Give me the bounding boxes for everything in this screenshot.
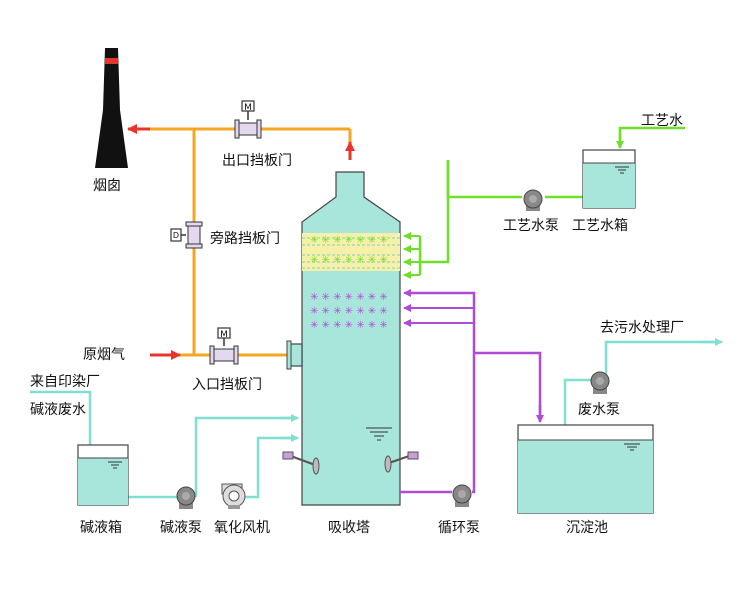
inlet-damper-valve: M: [209, 327, 239, 365]
sedimentation-tank-label: 沉淀池: [566, 520, 608, 536]
process-water-pump-label: 工艺水泵: [503, 218, 559, 234]
alkali-pump: [176, 486, 196, 509]
slurry-spray-nozzles: ✳ ✳ ✳ ✳ ✳ ✳ ✳ ✳ ✳ ✳ ✳ ✳ ✳ ✳ ✳ ✳ ✳ ✳ ✳ ✳ …: [310, 292, 388, 331]
washwater-spray-nozzles: ✳ ✳ ✳ ✳ ✳ ✳ ✳ ✳ ✳ ✳ ✳ ✳ ✳ ✳: [310, 235, 388, 266]
inlet-valve-letter: M: [220, 330, 228, 340]
circulation-pump: [452, 484, 472, 507]
svg-text:✳ ✳ ✳ ✳ ✳ ✳ ✳: ✳ ✳ ✳ ✳ ✳ ✳ ✳: [310, 306, 388, 317]
alkali-tank: [77, 444, 129, 506]
svg-text:✳ ✳ ✳ ✳ ✳ ✳ ✳: ✳ ✳ ✳ ✳ ✳ ✳ ✳: [310, 292, 388, 303]
wastewater-pump: [590, 371, 610, 394]
alkali-pump-label: 碱液泵: [160, 520, 202, 536]
process-water-tank: [582, 149, 636, 209]
bypass-damper-label: 旁路挡板门: [210, 230, 280, 247]
alkaline-wastewater-label: 碱液废水: [30, 402, 86, 418]
raw-flue-gas-label: 原烟气: [83, 347, 125, 363]
process-water-pipes: [418, 126, 685, 275]
svg-text:✳ ✳ ✳ ✳ ✳ ✳ ✳: ✳ ✳ ✳ ✳ ✳ ✳ ✳: [310, 255, 388, 266]
process-water-label: 工艺水: [641, 113, 683, 129]
process-water-tank-label: 工艺水箱: [572, 218, 628, 234]
oxidation-fan-label: 氧化风机: [214, 520, 270, 536]
wastewater-pump-label: 废水泵: [578, 402, 620, 418]
to-sewage-plant-label: 去污水处理厂: [600, 320, 684, 336]
outlet-valve-letter: M: [244, 103, 252, 113]
oxidation-fan: [221, 483, 246, 509]
bypass-valve-letter: D: [173, 231, 179, 240]
sedimentation-tank: [517, 424, 654, 514]
circulation-pump-label: 循环泵: [438, 520, 480, 536]
process-water-pump: [523, 189, 543, 211]
absorption-tower-label: 吸收塔: [328, 520, 370, 536]
svg-text:✳ ✳ ✳ ✳ ✳ ✳ ✳: ✳ ✳ ✳ ✳ ✳ ✳ ✳: [310, 320, 388, 331]
inlet-damper-label: 入口挡板门: [192, 377, 262, 393]
absorption-tower: ✳ ✳ ✳ ✳ ✳ ✳ ✳ ✳ ✳ ✳ ✳ ✳ ✳ ✳ ✳ ✳ ✳ ✳ ✳ ✳ …: [282, 171, 419, 506]
agitator-right: [384, 451, 419, 473]
alkali-tank-label: 碱液箱: [80, 520, 122, 536]
outlet-damper-label: 出口挡板门: [222, 153, 292, 169]
chimney: [95, 48, 128, 168]
chimney-label: 烟囱: [93, 178, 121, 194]
outlet-damper-valve: M: [234, 100, 262, 139]
from-dye-factory-label: 来自印染厂: [30, 374, 100, 390]
bypass-damper-valve: D: [170, 221, 203, 249]
svg-text:✳ ✳ ✳ ✳ ✳ ✳ ✳: ✳ ✳ ✳ ✳ ✳ ✳ ✳: [310, 235, 388, 246]
agitator-left: [282, 451, 320, 475]
